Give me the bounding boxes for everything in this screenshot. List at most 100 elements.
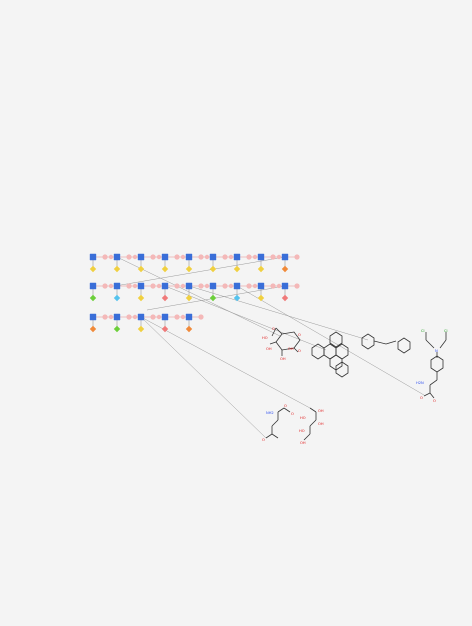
glutamyl-sugar-molecule [265, 407, 317, 441]
pink-circle-linker-icon [174, 314, 180, 320]
pink-circle-linker-icon [108, 283, 114, 289]
pink-circle-linker-icon [198, 254, 204, 260]
colored-diamond-marker-icon [233, 265, 241, 273]
pink-circle-linker-icon [246, 254, 252, 260]
colored-diamond-marker-icon [209, 265, 217, 273]
colored-diamond-marker-icon [137, 325, 145, 333]
colored-diamond-marker-icon [161, 294, 169, 302]
ethyl-chain-bond [425, 339, 435, 349]
pink-circle-linker-icon [276, 283, 282, 289]
colored-diamond-marker-icon [161, 265, 169, 273]
aromatic-ring [329, 331, 343, 348]
pink-circle-linker-icon [132, 254, 138, 260]
pink-circle-linker-icon [132, 283, 138, 289]
pink-circle-linker-icon [252, 254, 258, 260]
pink-circle-linker-icon [156, 314, 162, 320]
pink-circle-linker-icon [126, 254, 132, 260]
blue-square-node-icon [233, 282, 241, 290]
glucose-labels: O O HO OH OH O OH [262, 327, 301, 361]
blue-square-node-icon [161, 282, 169, 290]
blue-square-node-icon [137, 313, 145, 321]
connector-line [188, 285, 369, 341]
aromatic-ring [430, 355, 444, 373]
aromatic-ring [397, 337, 411, 354]
pink-circle-linker-icon [102, 254, 108, 260]
polyaromatic-molecule [311, 331, 349, 378]
glucose-molecule [269, 327, 301, 356]
melphalan-atom-n: N [435, 349, 438, 353]
side-chain-bond [423, 392, 431, 397]
blue-square-node-icon [257, 282, 265, 290]
blue-square-node-icon [233, 253, 241, 261]
pink-circle-linker-icon [180, 314, 186, 320]
backbone-bond [283, 407, 291, 413]
glutamyl-atom-ho: HO [299, 429, 305, 433]
stilbene-molecule [361, 333, 411, 354]
backbone-bond [271, 419, 279, 427]
blue-square-node-icon [185, 282, 193, 290]
colored-diamond-marker-icon [257, 265, 265, 273]
chain-row-2 [89, 282, 300, 302]
aromatic-ring [329, 354, 343, 371]
glucose-atom-o: O [298, 349, 301, 353]
pink-circle-linker-icon [270, 254, 276, 260]
glucose-atom-o: O [298, 333, 301, 337]
vinyl-bond [385, 340, 397, 345]
glutamyl-atom-o: O [291, 412, 294, 416]
colored-diamond-marker-icon [209, 294, 217, 302]
connector-line [236, 285, 425, 396]
aromatic-ring [361, 333, 375, 350]
pink-circle-linker-icon [252, 283, 258, 289]
pink-circle-linker-icon [150, 314, 156, 320]
colored-diamond-marker-icon [233, 294, 241, 302]
glucose-atom-oh: OH [266, 347, 272, 351]
blue-square-node-icon [281, 282, 289, 290]
blue-square-node-icon [89, 282, 97, 290]
glutamyl-atom-ho: HO [300, 416, 306, 420]
melphalan-atom-o: O [420, 396, 423, 400]
glucose-atom-oh: OH [280, 357, 286, 361]
glutamyl-sugar-labels: NH2 O O O HO OH OH HO OH [262, 404, 324, 445]
glucose-atom-oh: OH [288, 347, 294, 351]
colored-diamond-marker-icon [185, 325, 193, 333]
colored-diamond-marker-icon [137, 265, 145, 273]
pink-circle-linker-icon [180, 254, 186, 260]
pink-circle-linker-icon [102, 283, 108, 289]
connector-lines [114, 256, 425, 439]
colored-diamond-marker-icon [113, 265, 121, 273]
colored-diamond-marker-icon [137, 294, 145, 302]
pink-circle-linker-icon [132, 314, 138, 320]
colored-diamond-marker-icon [281, 265, 289, 273]
blue-square-node-icon [257, 253, 265, 261]
pink-circle-linker-icon [156, 254, 162, 260]
colored-diamond-marker-icon [281, 294, 289, 302]
sugar-bond [303, 433, 311, 441]
backbone-bond [265, 433, 273, 439]
glucose-bond [269, 341, 277, 345]
pink-circle-linker-icon [204, 254, 210, 260]
colored-diamond-marker-icon [113, 325, 121, 333]
blue-square-node-icon [209, 253, 217, 261]
melphalan-atom-h2n: H2N [416, 381, 424, 385]
connector-line [140, 316, 311, 409]
pink-circle-linker-icon [108, 314, 114, 320]
side-chain-bond [429, 392, 435, 399]
blue-square-node-icon [89, 253, 97, 261]
backbone-bond [271, 433, 279, 439]
pink-circle-linker-icon [150, 254, 156, 260]
pink-circle-linker-icon [198, 314, 204, 320]
melphalan-atom-cl: Cl [421, 329, 425, 333]
colored-diamond-marker-icon [89, 325, 97, 333]
side-chain-bond [429, 379, 438, 386]
pink-circle-linker-icon [150, 283, 156, 289]
melphalan-labels: N Cl Cl H2N O O [416, 329, 448, 403]
pink-circle-linker-icon [126, 283, 132, 289]
pink-circle-linker-icon [180, 283, 186, 289]
blue-square-node-icon [113, 253, 121, 261]
glucose-bond [271, 327, 277, 337]
polymer-chains [89, 253, 300, 333]
glucose-atom-o: O [272, 327, 275, 331]
melphalan-molecule [423, 332, 447, 399]
pink-circle-linker-icon [222, 283, 228, 289]
